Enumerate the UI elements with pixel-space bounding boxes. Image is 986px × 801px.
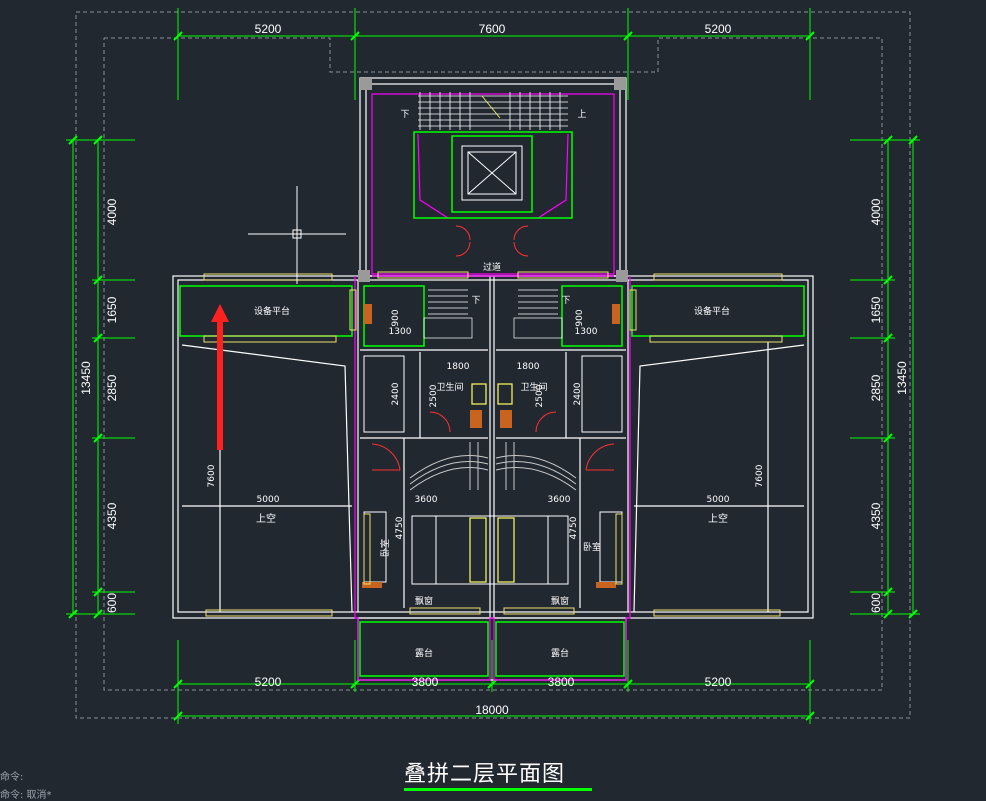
dim-bedroom-depth-right: 4750 (569, 516, 579, 539)
label-balcony-left: 露台 (415, 647, 433, 659)
dim-void-width-right: 5000 (707, 495, 730, 505)
north-stair (418, 92, 568, 130)
floor-heaters (362, 304, 620, 588)
label-stair-down-north: 下 (400, 110, 409, 120)
label-bedroom-right: 卧室 (583, 541, 601, 553)
outer-frame (75, 11, 911, 719)
dim-stair-w-left: 1300 (389, 327, 412, 337)
dim-void-height-right: 7600 (755, 464, 765, 487)
room-outlines (179, 131, 805, 677)
label-stair-down-left: 下 (471, 296, 480, 306)
dim-left-4: 4350 (105, 502, 119, 529)
dim-bottom-1: 5200 (255, 675, 282, 689)
label-stair-down-right: 下 (561, 296, 570, 306)
dim-bedroom-width-left: 3600 (415, 495, 438, 505)
dim-stair-w-right: 1300 (575, 327, 598, 337)
dim-right-2: 1650 (869, 296, 883, 323)
dim-bottom-4: 5200 (705, 675, 732, 689)
dim-bedroom-width-right: 3600 (548, 495, 571, 505)
windows (203, 271, 783, 617)
page-title: 叠拼二层平面图 (404, 762, 566, 787)
columns (358, 78, 628, 282)
label-baywindow-right: 飘窗 (551, 595, 569, 607)
walls (172, 77, 814, 681)
command-line-text-2: 命令: 取消* (0, 790, 52, 801)
dim-stair-h-right: 900 (575, 309, 585, 326)
dim-bottom-2: 3800 (412, 675, 439, 689)
dim-void-height-left: 7600 (207, 464, 217, 487)
label-bathroom-right: 卫生间 (520, 381, 547, 393)
dim-right-3: 2850 (869, 374, 883, 401)
label-void-right: 上空 (708, 512, 728, 525)
elevator-hall (413, 131, 573, 219)
dim-bath-right: 2500 (535, 384, 545, 407)
dim-wardrobe-left: 2400 (391, 382, 401, 405)
balcony-right (495, 621, 625, 677)
command-line-text: 命令: (0, 772, 24, 783)
label-baywindow-left: 飘窗 (415, 595, 433, 607)
label-void-left: 上空 (256, 512, 276, 525)
label-bathroom-left: 卫生间 (436, 381, 463, 393)
dim-wardrobe-right: 2400 (573, 382, 583, 405)
balcony-left (359, 621, 489, 677)
label-corridor: 过道 (483, 261, 501, 273)
red-arrow-icon (211, 304, 229, 450)
dim-left-3: 2850 (105, 374, 119, 401)
crosshair-cursor (248, 186, 346, 284)
dim-right-4: 4350 (869, 502, 883, 529)
dim-top-1: 5200 (255, 22, 282, 36)
dim-bedroom-depth-left: 4750 (395, 516, 405, 539)
dim-bottom-total: 18000 (475, 703, 509, 717)
magenta-outline (354, 93, 631, 681)
dim-right-1: 4000 (869, 198, 883, 225)
dim-left-1: 4000 (105, 198, 119, 225)
dim-top-2: 7600 (479, 22, 506, 36)
door-swings (371, 225, 615, 471)
label-bedroom-left: 卧室 (379, 539, 391, 557)
dim-top-3: 5200 (705, 22, 732, 36)
dim-left-total: 13450 (79, 361, 93, 395)
label-stair-up-north: 上 (577, 109, 586, 120)
dim-right-total: 13450 (895, 361, 909, 395)
elevator-icon (461, 145, 523, 201)
bed-headboards (469, 383, 515, 583)
dim-right-5: 600 (869, 593, 883, 613)
label-balcony-right: 露台 (551, 647, 569, 659)
dim-bath-width-right: 1800 (517, 362, 540, 372)
dimension-lines (66, 8, 920, 724)
title-underline (404, 788, 592, 791)
elevator-shaft (451, 135, 533, 213)
dim-left-5: 600 (105, 593, 119, 613)
site-boundary (103, 37, 883, 691)
dim-bath-width-left: 1800 (447, 362, 470, 372)
dim-left-2: 1650 (105, 296, 119, 323)
dim-bottom-3: 3800 (548, 675, 575, 689)
label-equipment-left: 设备平台 (254, 305, 290, 317)
interior-stairs (423, 289, 563, 339)
label-equipment-right: 设备平台 (694, 305, 730, 317)
dimension-ticks (68, 31, 918, 721)
dim-bath-left: 2500 (429, 384, 439, 407)
dim-stair-h-left: 900 (391, 309, 401, 326)
dim-void-width-left: 5000 (257, 495, 280, 505)
corridor-stair (409, 442, 577, 491)
